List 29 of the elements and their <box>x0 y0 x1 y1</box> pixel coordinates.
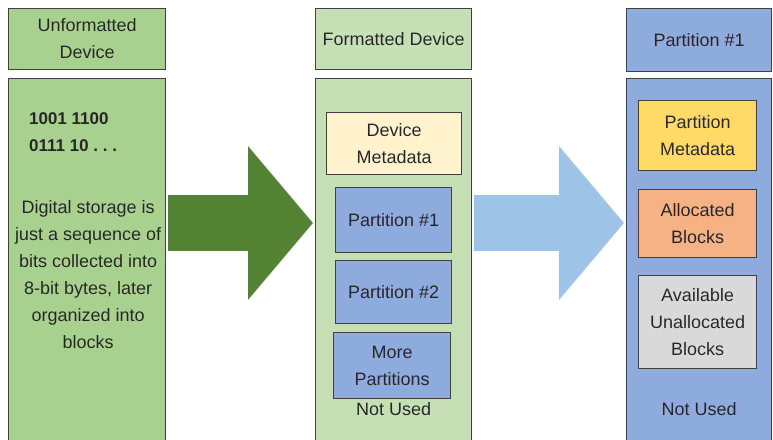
bit-sequence: 1001 1100 0111 10 . . . <box>29 108 118 157</box>
panel <box>315 78 472 440</box>
box-label: Allocated Blocks <box>659 198 736 248</box>
box-label: Partition #1 <box>653 28 745 52</box>
block-arrow <box>474 146 624 300</box>
box-label: Unformatted Device <box>36 14 138 64</box>
panel <box>626 78 772 440</box>
box-label: Partition #1 <box>348 208 440 232</box>
blocks-box <box>638 275 757 369</box>
box-label: Formatted Device <box>322 28 465 50</box>
note-text: Not Used <box>354 398 432 421</box>
note-text: Not Used <box>660 398 738 421</box>
partition-box <box>333 332 451 399</box>
blocks-box <box>638 189 757 258</box>
header-box <box>315 8 472 70</box>
box-label: Device Metadata <box>355 118 433 168</box>
metadata-box <box>638 100 757 171</box>
description-text: Digital storage is just a sequence of bits collected into 8-bit bytes, later organized into blocks <box>14 196 162 354</box>
header-box <box>626 8 772 72</box>
block-arrow <box>168 146 313 300</box>
box-label: Partition #2 <box>348 280 440 304</box>
partition-box <box>335 260 452 324</box>
panel <box>8 78 166 440</box>
box-label: Partition Metadata <box>658 110 736 160</box>
header-box <box>8 8 166 70</box>
metadata-box <box>326 112 462 175</box>
box-label: Available Unallocated Blocks <box>648 284 746 360</box>
partition-box <box>335 187 452 253</box>
box-label: More Partitions <box>353 340 431 390</box>
